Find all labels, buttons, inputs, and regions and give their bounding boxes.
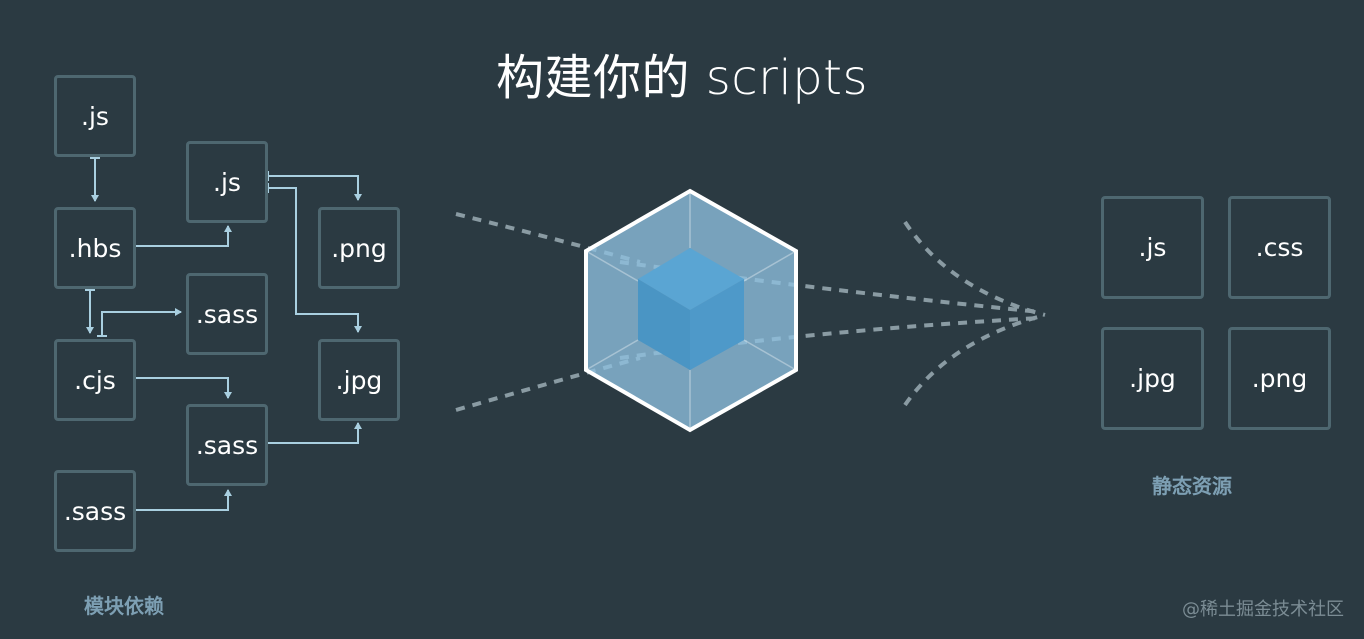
asset-label: .css [1255, 233, 1304, 262]
dependency-arrows [85, 157, 362, 511]
dep-box-js-second: .js [186, 141, 268, 223]
asset-label: .js [1138, 233, 1167, 262]
dep-box-sass-bottom: .sass [54, 470, 136, 552]
dep-label: .cjs [74, 365, 116, 395]
cube-right-face [690, 279, 744, 370]
asset-box-jpg: .jpg [1101, 327, 1204, 430]
arrow-hbs-to-js [136, 225, 232, 247]
watermark: @稀土掘金技术社区 [1182, 599, 1344, 620]
flow-out-top [903, 220, 1046, 317]
asset-box-css: .css [1228, 196, 1331, 299]
dep-label: .hbs [68, 233, 122, 263]
dep-label: .sass [195, 430, 259, 460]
dep-box-sass-top: .sass [186, 273, 268, 355]
dep-label: .png [331, 233, 387, 263]
dep-label: .jpg [335, 365, 383, 395]
arrow-js2-to-jpg [268, 187, 362, 333]
flow-in-top [455, 212, 641, 264]
dep-box-png: .png [318, 207, 400, 289]
cube-left-face [638, 279, 690, 370]
asset-label: .jpg [1129, 364, 1176, 393]
dep-box-js: .js [54, 75, 136, 157]
webpack-cube-icon [584, 188, 798, 433]
arrow-sass2-to-jpg [268, 422, 362, 444]
asset-label: .png [1251, 364, 1308, 393]
dep-label: .sass [195, 299, 259, 329]
dep-label: .js [213, 167, 241, 197]
page-title: 构建你的 scripts [495, 50, 869, 106]
dep-box-sass-middle: .sass [186, 404, 268, 486]
arrow-js2-to-png [268, 175, 362, 201]
asset-box-png: .png [1228, 327, 1331, 430]
cube-top-face [638, 248, 744, 310]
asset-box-js: .js [1101, 196, 1204, 299]
arrow-cjs-to-sass1 [101, 308, 182, 336]
flow-out-bottom [903, 313, 1046, 407]
assets-caption: 静态资源 [1152, 474, 1232, 498]
arrow-sass3-to-sass2 [136, 489, 232, 511]
dependencies-caption: 模块依赖 [84, 594, 164, 618]
dep-box-cjs: .cjs [54, 339, 136, 421]
arrow-cjs-to-sass2 [136, 377, 232, 399]
dep-label: .js [81, 101, 109, 131]
dep-label: .sass [63, 496, 127, 526]
dep-box-hbs: .hbs [54, 207, 136, 289]
dep-box-jpg: .jpg [318, 339, 400, 421]
